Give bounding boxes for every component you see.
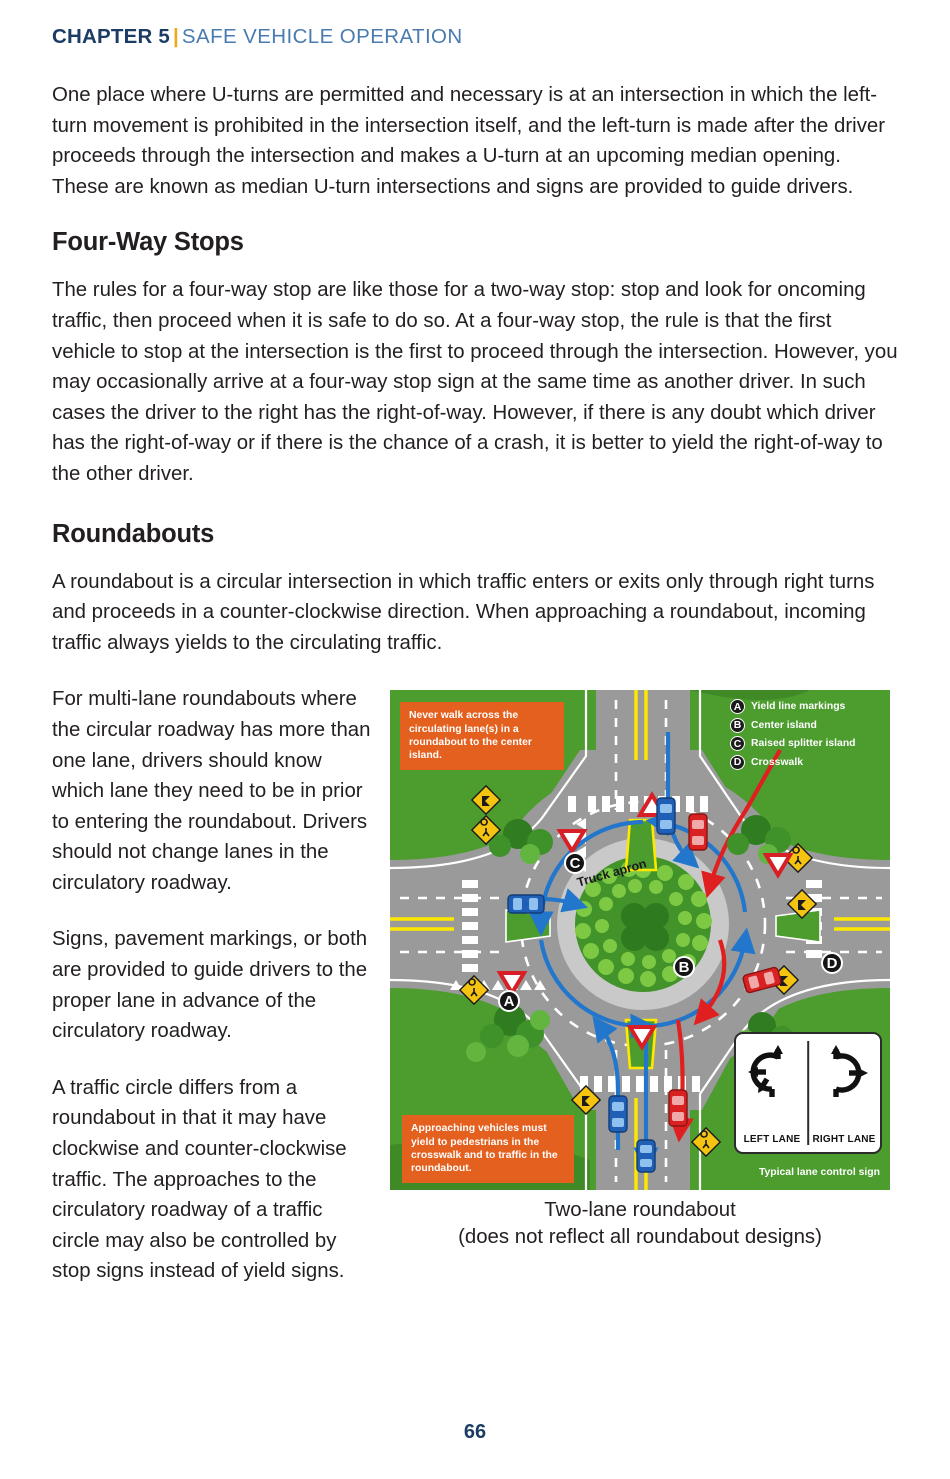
- marker-d: D: [821, 952, 843, 975]
- marker-c: C: [564, 852, 586, 875]
- legend-label-a: Yield line markings: [751, 701, 846, 713]
- marker-a: A: [498, 990, 520, 1013]
- roundabout-diagram: Truck apron Never walk across the circul…: [390, 690, 890, 1191]
- paragraph-traffic-circle: A traffic circle differs from a roundabo…: [52, 1076, 347, 1283]
- paragraph-signs-markings: Signs, pavement markings, or both are pr…: [52, 928, 368, 1043]
- legend-item-d: D Crosswalk: [730, 754, 880, 770]
- paragraph-roundabout-definition: A roundabout is a circular intersection …: [52, 570, 875, 654]
- right-lane-label: RIGHT LANE: [812, 1134, 876, 1146]
- page-content: One place where U-turns are permitted an…: [52, 80, 898, 1313]
- right-lane-roundabout-icon: [831, 1045, 868, 1098]
- paragraph-multi-lane: For multi-lane roundabouts where the cir…: [52, 688, 371, 894]
- legend-badge-b: B: [730, 717, 745, 733]
- legend-label-b: Center island: [751, 719, 817, 731]
- header-separator: |: [172, 25, 179, 48]
- lane-control-sign: LEFT LANE: [734, 1032, 882, 1155]
- left-lane-roundabout-icon: [748, 1045, 783, 1098]
- right-lane-diagram: RIGHT LANE: [808, 1034, 880, 1152]
- figure-caption-line1: Two-lane roundabout: [544, 1199, 736, 1222]
- lane-control-sign-body: LEFT LANE: [736, 1034, 880, 1152]
- diagram-legend: A Yield line markings B Center island C …: [730, 699, 880, 773]
- callout-approaching-vehicles: Approaching vehicles must yield to pedes…: [402, 1115, 574, 1184]
- heading-roundabouts: Roundabouts: [52, 519, 215, 548]
- legend-badge-d: D: [730, 754, 745, 770]
- heading-four-way-stops: Four-Way Stops: [52, 228, 244, 257]
- legend-label-c: Raised splitter island: [751, 738, 856, 750]
- paragraph-four-way-stops: The rules for a four-way stop are like t…: [52, 279, 898, 485]
- left-lane-diagram: LEFT LANE: [736, 1034, 808, 1152]
- figure-caption-line2: (does not reflect all roundabout designs…: [458, 1226, 822, 1249]
- legend-item-c: C Raised splitter island: [730, 736, 880, 752]
- chapter-header: CHAPTER 5|SAFE VEHICLE OPERATION: [52, 25, 463, 49]
- page-number: 66: [463, 1421, 487, 1443]
- chapter-number: CHAPTER 5: [52, 25, 170, 48]
- roundabout-figure: Truck apron Never walk across the circul…: [390, 690, 898, 1251]
- legend-badge-a: A: [730, 699, 745, 715]
- lane-control-sign-caption: Typical lane control sign: [758, 1167, 880, 1179]
- legend-badge-c: C: [730, 736, 745, 752]
- left-lane-label: LEFT LANE: [743, 1134, 801, 1146]
- sign-divider: [807, 1041, 809, 1146]
- paragraph-u-turns: One place where U-turns are permitted an…: [52, 84, 886, 198]
- legend-label-d: Crosswalk: [751, 756, 803, 768]
- callout-never-walk-across: Never walk across the circulating lane(s…: [400, 702, 564, 771]
- legend-item-a: A Yield line markings: [730, 699, 880, 715]
- figure-caption: Two-lane roundabout (does not reflect al…: [390, 1197, 890, 1251]
- marker-b: B: [673, 956, 695, 979]
- chapter-title: SAFE VEHICLE OPERATION: [181, 25, 463, 48]
- legend-item-b: B Center island: [730, 717, 880, 733]
